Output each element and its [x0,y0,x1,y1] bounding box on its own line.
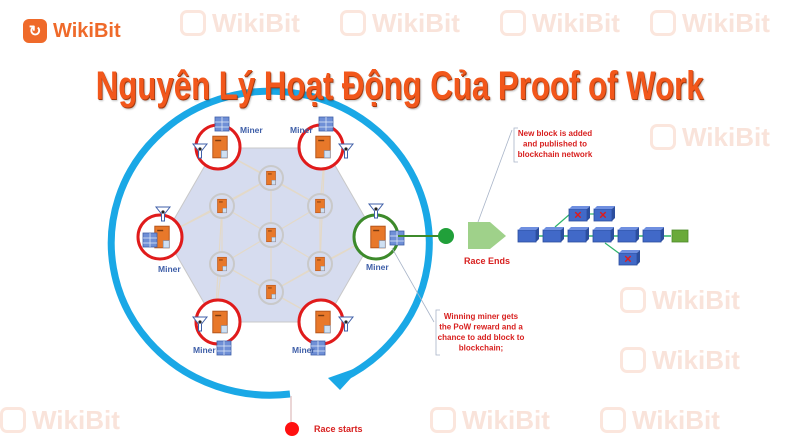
network-node [209,251,235,277]
race-end-pentagon [468,222,506,249]
block [642,226,665,243]
blockchain: ✕ ✕ ✕ [517,205,689,266]
network-node [258,279,284,305]
miner: Miner [290,116,354,171]
miner-label: Miner [158,264,181,274]
block [542,226,565,243]
orphan-block: ✕ [618,249,641,266]
server-rack-icon [214,116,230,132]
race-start-dot [285,422,299,436]
note-line: Winning miner gets [444,312,519,321]
server-icon [266,227,276,243]
server-icon [370,225,386,249]
miner-label: Miner [193,345,216,355]
block [567,226,590,243]
note-line: and published to [523,140,587,149]
race-ends-label: Race Ends [464,256,510,266]
winning-miner-note: Winning miner gets the PoW reward and ach… [438,312,525,353]
miner-label: Miner [366,262,389,272]
network-node [258,222,284,248]
miner: Miner [136,206,184,274]
miner-label: Miner [290,125,313,135]
network-nodes [209,165,333,305]
server-rack-icon [318,116,334,132]
server-rack-icon [216,340,232,356]
title-text: Nguyên Lý Hoạt Động Của Proof of Work [96,64,704,108]
orphan-block: ✕ [568,205,591,222]
note-line: the PoW reward and a [439,323,523,332]
miner-label: Miner [240,125,263,135]
server-icon [212,135,228,159]
server-icon [315,256,325,272]
server-icon [212,310,228,334]
race-starts-label: Race starts [314,424,363,434]
block [617,226,640,243]
server-rack-icon [389,230,405,246]
block [517,226,540,243]
server-icon [266,170,276,186]
new-block-note: New block is added and published toblockc… [518,129,593,159]
rejected-x-icon: ✕ [624,255,632,266]
server-icon [315,198,325,214]
network-node [307,193,333,219]
new-block [671,229,689,243]
race-cycle-ring [107,87,433,399]
server-icon [315,135,331,159]
note-line: chance to add block to [438,333,525,342]
page-title: Nguyên Lý Hoạt Động Của Proof of Work [0,64,800,109]
ring-arrowhead [328,366,362,390]
miner: Miner [292,298,354,356]
server-icon [315,310,331,334]
server-icon [217,198,227,214]
server-icon [217,256,227,272]
miner-label: Miner [292,345,315,355]
race-end-dot [438,228,454,244]
rejected-x-icon: ✕ [599,211,607,222]
miner: Miner [192,116,263,171]
network-node [209,193,235,219]
server-icon [266,284,276,300]
brand-name: WikiBit [53,19,121,42]
wikibit-logo: ↻ WikiBit [23,19,121,43]
rejected-x-icon: ✕ [574,211,582,222]
network-node [307,251,333,277]
block [592,226,615,243]
note-line: blockchain; [459,344,503,353]
network-node [258,165,284,191]
server-rack-icon [142,232,158,248]
orphan-block: ✕ [593,205,616,222]
miner: Miner [192,298,242,356]
wikibit-logo-icon: ↻ [23,19,47,43]
note-line: New block is added [518,129,592,138]
note-line: blockchain network [518,150,593,159]
